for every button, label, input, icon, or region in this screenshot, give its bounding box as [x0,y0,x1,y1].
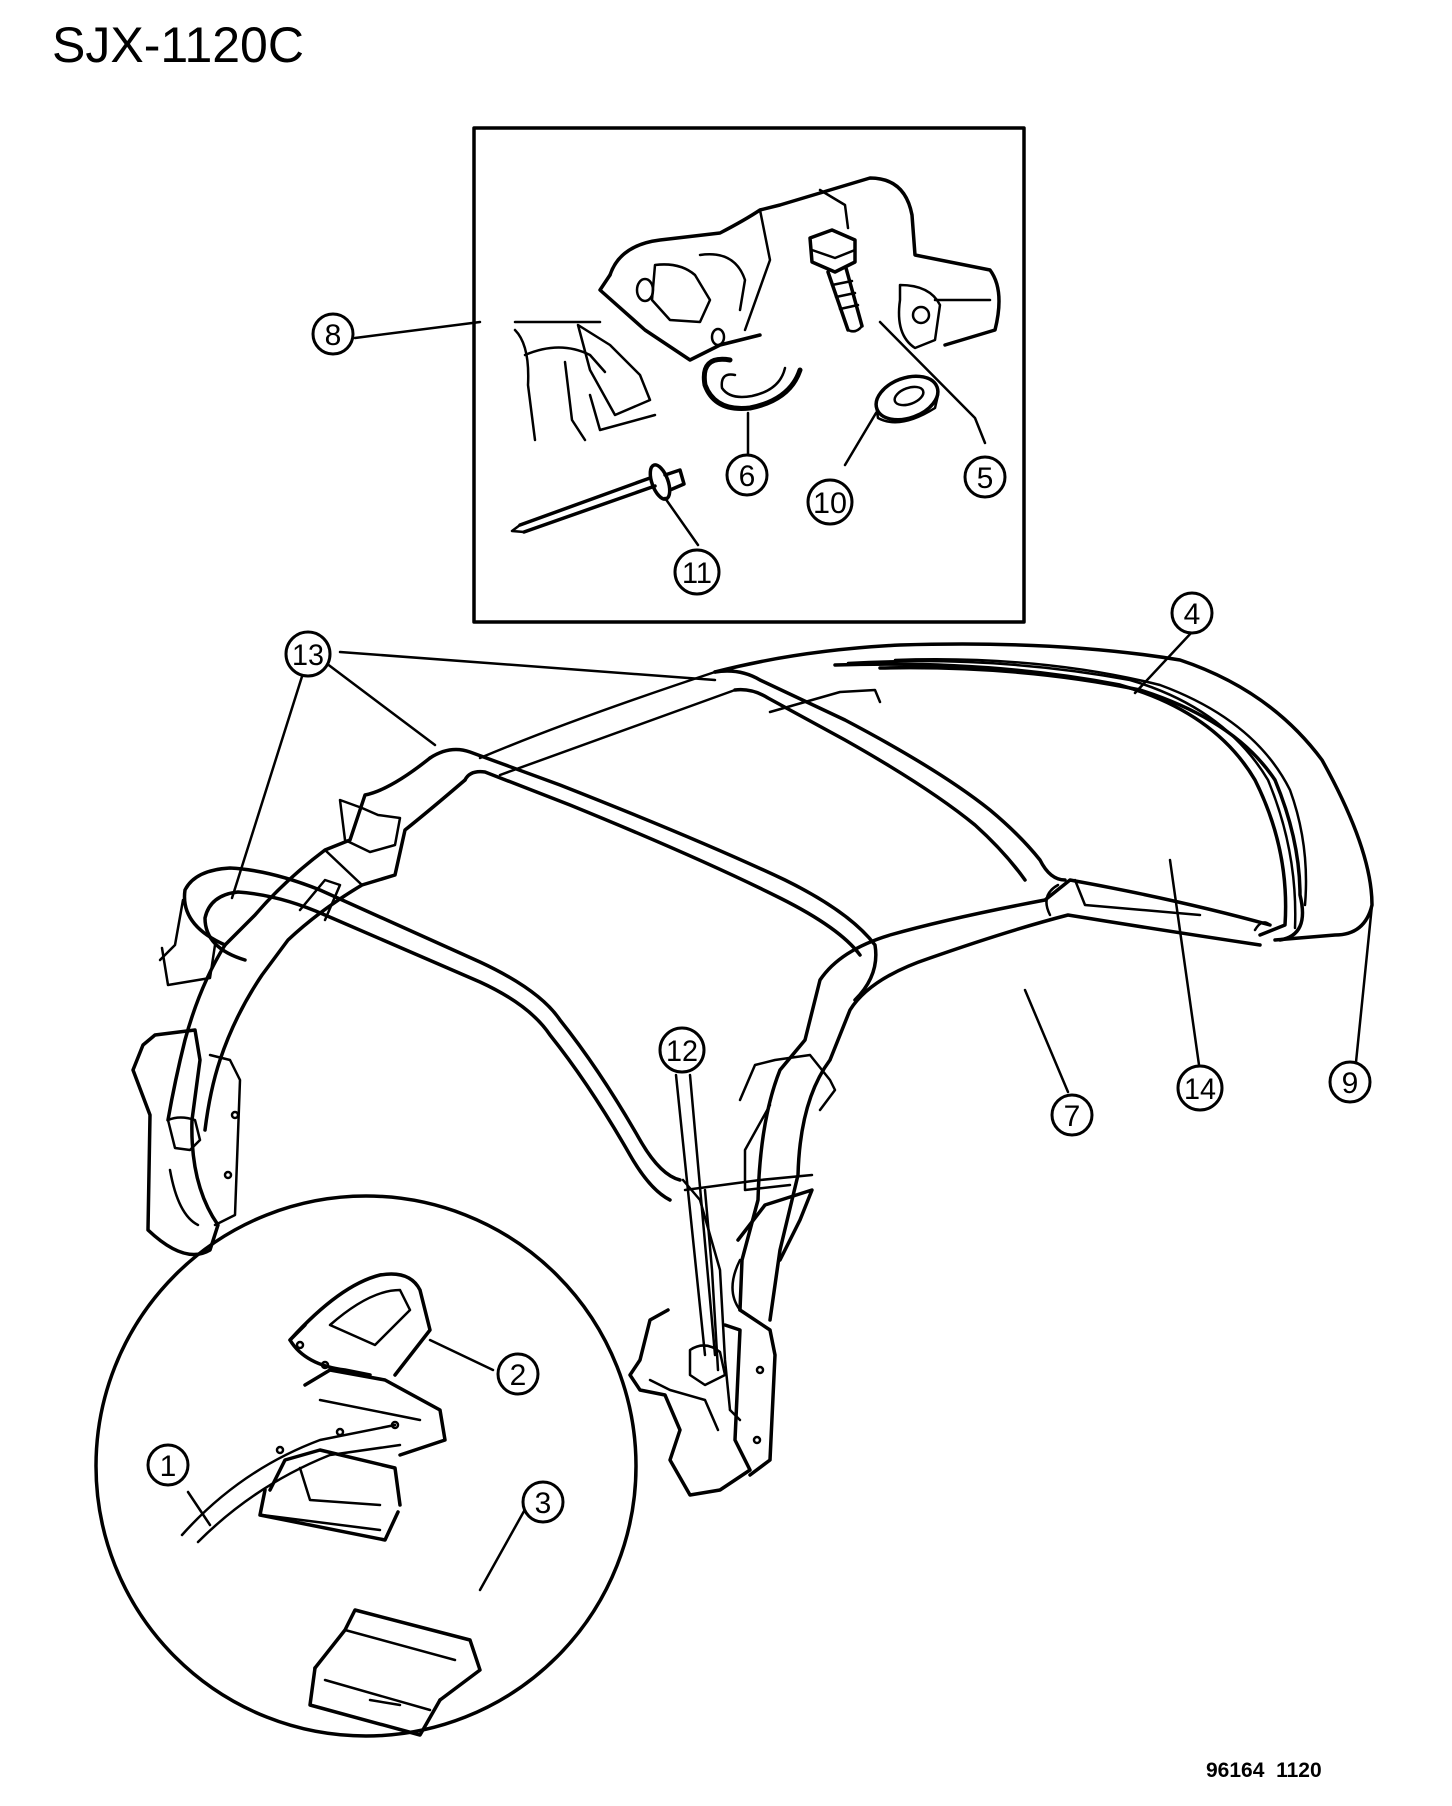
callout-5-label: 5 [977,462,994,495]
callout-2-label: 2 [510,1359,527,1392]
right-latch-mechanism [628,1308,777,1497]
callout-11-label: 11 [682,557,712,590]
left-side-rail [166,756,467,1132]
rear-bow [478,669,1067,882]
leader-lines [230,630,1374,1357]
callout-7-label: 7 [1064,1100,1081,1133]
upper-plate [288,1272,432,1377]
callout-13-label: 13 [292,639,324,672]
callout-10-label: 10 [813,487,847,520]
callout-3: 3 [521,1480,565,1524]
callout-11: 11 [673,548,721,596]
callout-7: 7 [1050,1093,1094,1137]
callout-4: 4 [1170,591,1214,635]
middle-bow [428,747,878,1002]
callout-6-label: 6 [739,460,756,493]
callout-6: 6 [725,453,769,497]
latch-block [258,1448,402,1542]
callout-10: 10 [806,478,854,526]
lower-bracket [308,1608,482,1737]
left-latch-mechanism [131,1028,242,1257]
callout-9-label: 9 [1342,1067,1359,1100]
hinge-detail-inset [472,126,1026,624]
callout-1: 1 [146,1443,190,1487]
callout-3-label: 3 [535,1487,552,1520]
callout-1-label: 1 [160,1450,177,1483]
stud-bolt [808,228,864,333]
diagram-title: SJX-1120C [52,17,304,73]
callout-8: 8 [311,312,355,356]
j-hook [701,356,803,412]
callout-12: 12 [658,1026,706,1074]
callout-8-label: 8 [325,319,342,352]
callout-9: 9 [1328,1060,1372,1104]
front-bow [158,866,682,1202]
rivet [510,463,686,534]
callout-2: 2 [496,1352,540,1396]
callout-14-label: 14 [1184,1073,1216,1106]
callout-12-label: 12 [666,1035,698,1068]
callout-13: 13 [284,630,332,678]
hinge-bracket [598,176,1001,362]
soft-top-frame [131,642,1374,1497]
callout-4-label: 4 [1184,598,1201,631]
circle-detail-inset [94,1194,638,1738]
callout-14: 14 [1176,1064,1224,1112]
rail-section [180,1368,447,1544]
grommet-washer [874,374,940,424]
callout-5: 5 [963,455,1007,499]
drawing-code: 96164 1120 [1206,1759,1322,1782]
rear-header-bow [713,642,1374,942]
